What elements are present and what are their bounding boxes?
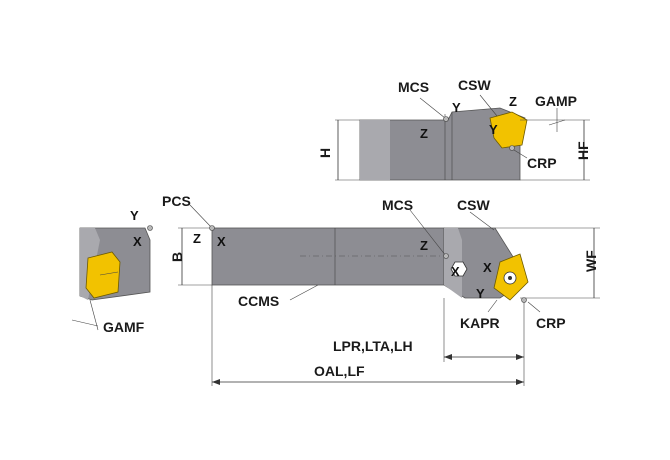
main-axis-z2: Z <box>420 238 428 253</box>
top-axis-y2: Y <box>489 122 498 137</box>
kapr-label: KAPR <box>460 315 500 331</box>
clamp-hex-icon <box>450 261 468 277</box>
lpr-arrow-left <box>444 354 452 360</box>
ccms-leader <box>289 284 319 301</box>
top-axis-y: Y <box>452 100 461 115</box>
gamp-label: GAMP <box>535 93 577 109</box>
mcs-top-leader <box>419 97 446 119</box>
ccms-label: CCMS <box>238 293 279 309</box>
shank <box>211 227 445 286</box>
crp-top-leader <box>513 149 528 159</box>
csw-top-label: CSW <box>458 77 491 93</box>
gamf-line-2 <box>89 299 99 331</box>
b-label: B <box>169 252 185 262</box>
oal-arrow-left <box>212 379 220 385</box>
main-axis-x2: X <box>451 264 460 279</box>
crp-main-label: CRP <box>536 315 566 331</box>
csw-top-leader <box>479 94 498 117</box>
pcs-end-point <box>147 225 153 231</box>
crp-main-leader <box>527 301 541 313</box>
crp-main-point <box>521 297 527 303</box>
oal-label: OAL,LF <box>314 363 365 379</box>
csw-main-leader <box>469 211 495 231</box>
mcs-top-label: MCS <box>398 79 429 95</box>
gamf-label: GAMF <box>103 319 145 335</box>
end-view: Y X GAMF <box>71 208 153 335</box>
end-view-insert <box>85 251 121 299</box>
top-view: MCS CSW GAMP CRP H HF Y Z Z Y <box>317 77 591 181</box>
crp-top-label: CRP <box>527 155 557 171</box>
mcs-main-label: MCS <box>382 197 413 213</box>
pcs-label: PCS <box>162 193 191 209</box>
top-view-shade <box>360 120 390 180</box>
top-view-body <box>359 107 526 181</box>
main-axis-z: Z <box>193 231 201 246</box>
oal-arrow-right <box>516 379 524 385</box>
pcs-main-point <box>209 225 215 231</box>
kapr-leader <box>487 299 498 313</box>
insert-axis-y: Y <box>476 286 485 301</box>
end-axis-x: X <box>133 234 142 249</box>
mcs-main-leader <box>409 209 447 257</box>
h-label: H <box>317 148 333 158</box>
wf-label: WF <box>583 250 599 272</box>
csw-main-label: CSW <box>457 197 490 213</box>
top-axis-z2: Z <box>509 94 517 109</box>
insert-screw-center <box>508 276 512 280</box>
main-axis-x: X <box>217 234 226 249</box>
head-shade <box>444 228 462 298</box>
main-view: PCS MCS CSW B WF CCMS KAPR CRP LPR,LTA,L… <box>162 193 600 386</box>
hf-label: HF <box>575 141 591 160</box>
lpr-label: LPR,LTA,LH <box>333 338 413 354</box>
top-axis-z: Z <box>420 126 428 141</box>
end-view-insert-line <box>99 271 119 276</box>
insert-axis-x: X <box>483 260 492 275</box>
pcs-leader <box>189 204 213 229</box>
mcs-main-point <box>443 253 449 259</box>
top-view-insert <box>489 111 528 149</box>
mcs-top-point <box>443 116 449 122</box>
gamf-line-1 <box>71 319 99 327</box>
crp-top-point <box>509 145 515 151</box>
lpr-arrow-right <box>516 354 524 360</box>
end-axis-y: Y <box>130 208 139 223</box>
